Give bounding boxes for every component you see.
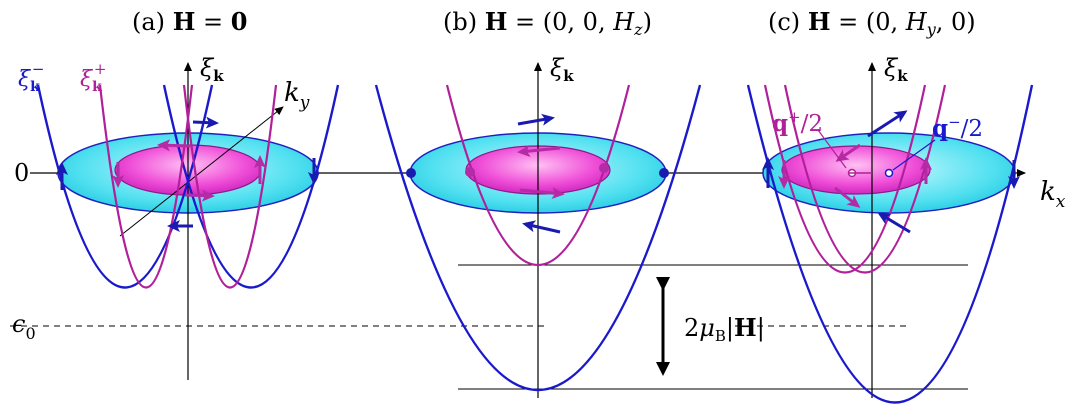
spin-arrow-blue [517, 113, 555, 126]
q-minus-center-dot [884, 168, 894, 178]
ky-axis [119, 106, 284, 237]
band-minus [746, 84, 1034, 404]
zeeman-gap-label: 2μB|H| [684, 313, 765, 345]
spin-arrow-blue [192, 116, 219, 129]
band-plus-right [182, 84, 278, 289]
panel-b-title: (b) H = (0, 0, Hz) [443, 7, 652, 39]
band-minus [374, 84, 702, 391]
spin-arrow-blue [867, 110, 908, 138]
spin-dot-magenta [599, 163, 609, 173]
band-plus-right [783, 84, 947, 274]
panel-c: ξk q+/2 q−/2 [746, 54, 1034, 404]
spin-arrow-magenta [157, 139, 191, 152]
q-plus-leader [817, 129, 847, 169]
xi-k-label: ξk [550, 54, 574, 85]
ky-label: ky [284, 78, 310, 113]
q-plus-label: q+/2 [772, 108, 823, 137]
kx-label: kx [1040, 177, 1066, 212]
spin-arrow-magenta [835, 143, 861, 162]
spin-dot-blue [659, 168, 669, 178]
spin-dot-magenta [465, 167, 475, 177]
q-minus-label: q−/2 [932, 113, 983, 142]
panel-c-title: (c) H = (0, Hy, 0) [768, 7, 976, 39]
spin-arrow-blue [877, 212, 911, 234]
spin-arrow-magenta [519, 187, 565, 200]
spin-arrow-magenta [834, 186, 861, 208]
spin-dot-blue [406, 168, 416, 178]
zero-label: 0 [14, 159, 29, 187]
xi-minus-label: ξk− [18, 60, 44, 95]
xi-k-label: ξk [200, 54, 224, 85]
q-minus-leader [892, 139, 936, 171]
xi-k-label: ξk [884, 54, 908, 85]
panel-a: ξk ky ξk− ξk+ [18, 54, 340, 380]
spin-arrow-magenta [184, 189, 215, 202]
panel-a-title: (a) H = 0 [132, 7, 247, 36]
panel-b: ξk [374, 54, 702, 398]
epsilon0-label: ϵ0 [12, 310, 36, 343]
band-plus-left [763, 84, 927, 274]
spin-arrow-blue [522, 220, 561, 234]
xi-plus-label: ξk+ [80, 60, 106, 95]
spin-arrow-magenta [517, 145, 561, 157]
